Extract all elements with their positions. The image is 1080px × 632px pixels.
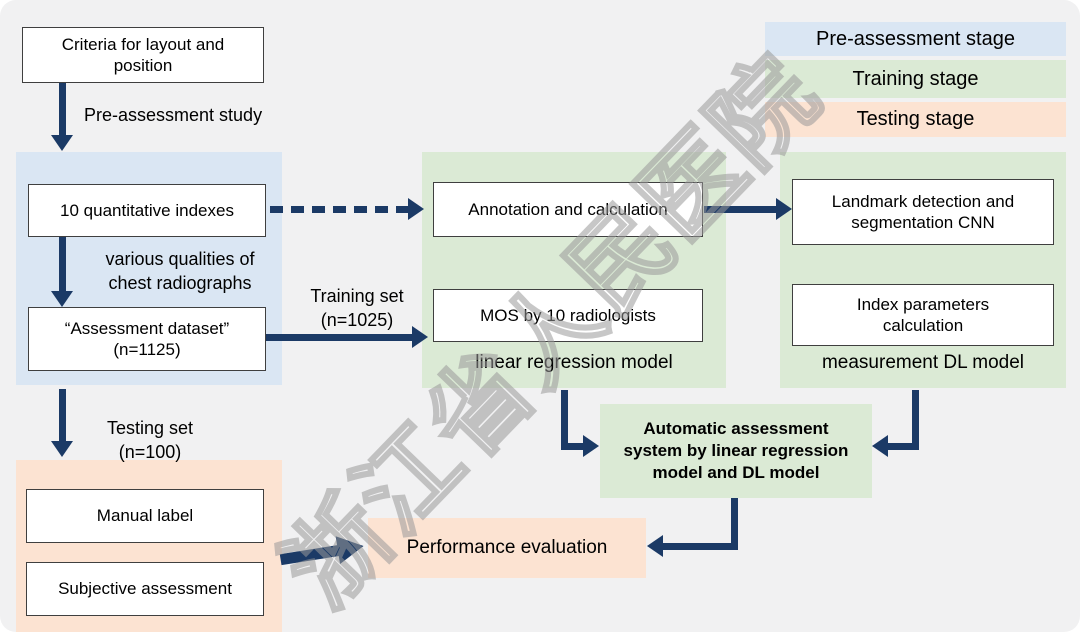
label-testing-set: Testing set (n=100) bbox=[106, 418, 194, 463]
node-criteria: Criteria for layout and position bbox=[22, 27, 264, 83]
arrow-testing-to-performance bbox=[278, 531, 373, 573]
node-annotation-calculation: Annotation and calculation bbox=[433, 182, 703, 237]
node-subjective-assessment: Subjective assessment bbox=[26, 562, 264, 616]
node-automatic-assessment-system: Automatic assessment system by linear re… bbox=[600, 404, 872, 498]
node-assessment-dataset: “Assessment dataset” (n=1125) bbox=[28, 307, 266, 371]
legend-training-label: Training stage bbox=[852, 67, 979, 90]
legend-testing-label: Testing stage bbox=[856, 108, 975, 130]
legend-testing-stage: Testing stage bbox=[765, 102, 1066, 137]
node-mos-radiologists: MOS by 10 radiologists bbox=[433, 289, 703, 342]
legend-training-stage: Training stage bbox=[765, 60, 1066, 98]
label-various-qualities: various qualities of chest radiographs bbox=[105, 249, 255, 294]
node-index-parameters: Index parameters calculation bbox=[792, 284, 1054, 346]
legend-pre-assessment-label: Pre-assessment stage bbox=[816, 27, 1015, 50]
caption-linear-regression-model: linear regression model bbox=[475, 352, 673, 373]
node-quantitative-indexes: 10 quantitative indexes bbox=[28, 184, 266, 237]
label-training-set: Training set (n=1025) bbox=[310, 286, 404, 331]
caption-measurement-dl-model: measurement DL model bbox=[821, 352, 1025, 373]
node-performance-evaluation: Performance evaluation bbox=[368, 518, 646, 578]
legend-pre-assessment-stage: Pre-assessment stage bbox=[765, 22, 1066, 56]
node-manual-label: Manual label bbox=[26, 489, 264, 543]
label-pre-assessment-study: Pre-assessment study bbox=[84, 105, 263, 125]
node-landmark-detection-cnn: Landmark detection and segmentation CNN bbox=[792, 179, 1054, 245]
